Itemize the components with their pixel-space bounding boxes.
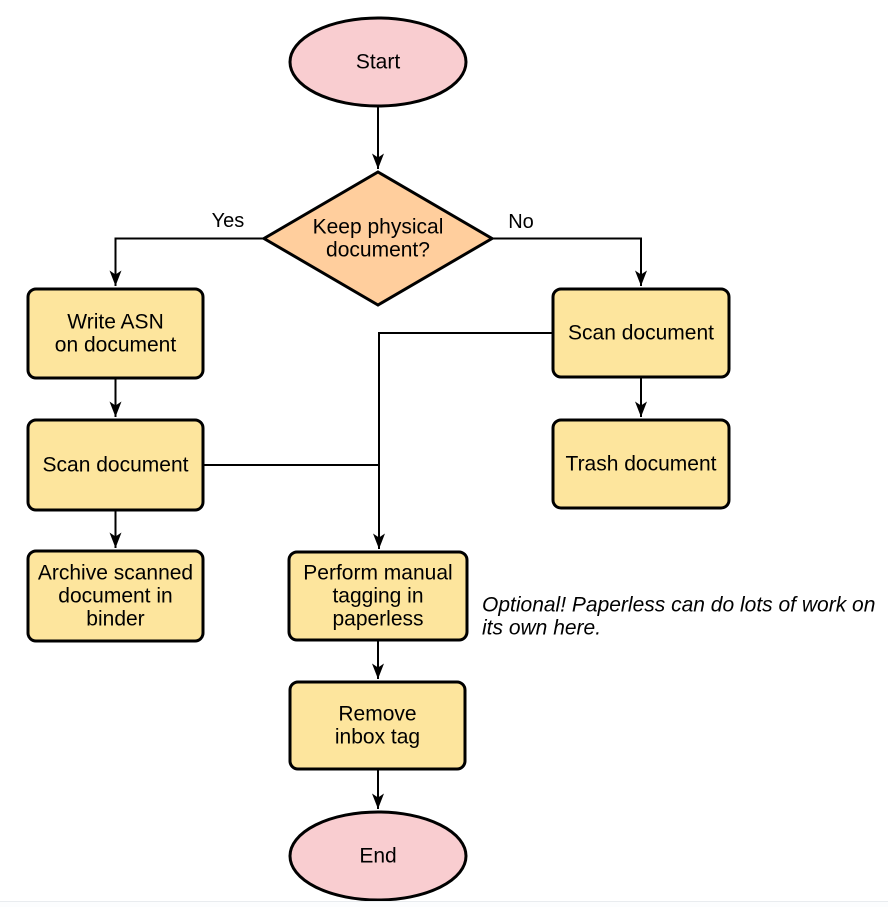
node-write-asn-label-line1: Write ASN [67,311,163,334]
node-decision-keep-physical: Keep physical document? [261,170,495,307]
node-scan-document-right: Scan document [551,287,731,379]
node-perform-label-line2: tagging in [332,585,423,608]
node-perform-label-line1: Perform manual [303,562,452,585]
node-decision-label-line2: document? [326,239,430,262]
note-line2: its own here. [482,617,601,640]
edge-lines [109,106,647,809]
node-archive-label-line2: document in [58,585,172,608]
node-perform-label-line3: paperless [332,608,423,631]
node-trash-label: Trash document [566,453,717,476]
edge-label-no: No [508,211,534,233]
edge-decision-no-to-scan-right [492,237,647,286]
node-scan-left-label: Scan document [43,454,189,477]
write-asn-process-shape [26,287,205,380]
edge-decision-yes-to-write-asn [109,237,264,286]
node-archive-in-binder: Archive scanned document in binder [26,549,205,643]
start-terminal-shape [288,16,468,108]
archive-process-shape [26,549,205,643]
remove-inbox-process-shape [288,680,467,771]
scan-left-process-shape [26,418,205,512]
node-start-label: Start [356,51,401,74]
perform-tagging-process-shape [287,550,469,642]
node-remove-inbox-tag: Remove inbox tag [288,680,467,771]
node-write-asn-label-line2: on document [55,334,177,357]
scan-right-process-shape [551,287,731,379]
note-line1: Optional! Paperless can do lots of work … [482,594,875,617]
page-bottom-edge [0,901,888,907]
node-archive-label-line3: binder [86,608,144,631]
edge-scan-right-to-perform [373,332,553,549]
optional-note: Optional! Paperless can do lots of work … [482,594,875,640]
node-write-asn: Write ASN on document [26,287,205,380]
node-end-label: End [359,845,396,868]
node-scan-right-label: Scan document [568,322,714,345]
trash-process-shape [551,418,731,510]
node-remove-label-line2: inbox tag [335,726,420,749]
node-trash-document: Trash document [551,418,731,510]
end-terminal-shape [288,810,468,902]
node-start: Start [288,16,468,108]
node-remove-label-line1: Remove [338,703,416,726]
decision-diamond-shape [261,170,495,307]
node-decision-label-line1: Keep physical [313,216,444,239]
edge-label-yes: Yes [212,210,245,232]
node-end: End [288,810,468,902]
node-archive-label-line1: Archive scanned [38,562,193,585]
node-perform-manual-tagging: Perform manual tagging in paperless [287,550,469,642]
node-scan-document-left: Scan document [26,418,205,512]
